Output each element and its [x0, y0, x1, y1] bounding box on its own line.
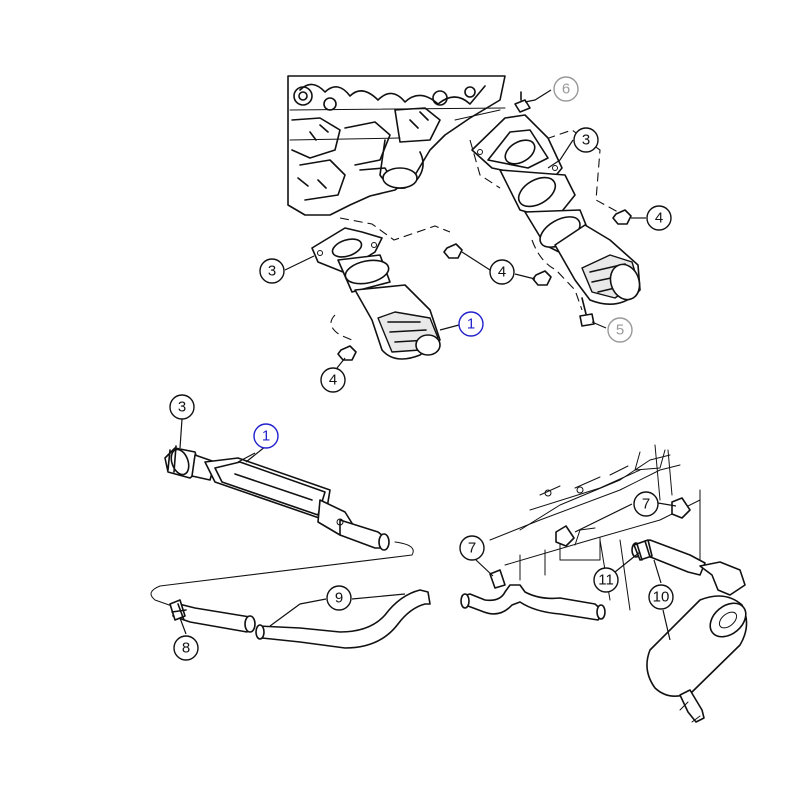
svg-text:8: 8 — [182, 640, 190, 657]
svg-text:3: 3 — [178, 399, 186, 416]
svg-text:4: 4 — [329, 372, 337, 389]
callout-8: 8 — [173, 635, 199, 661]
svg-text:9: 9 — [335, 590, 343, 607]
intermediate-pipe — [169, 599, 256, 633]
callout-3: 3 — [259, 258, 285, 284]
callout-7: 7 — [459, 535, 485, 561]
callout-1: 1 — [458, 311, 484, 337]
svg-text:4: 4 — [498, 264, 506, 281]
callout-7: 7 — [633, 491, 659, 517]
engine-block — [287, 75, 506, 216]
callout-4: 4 — [646, 205, 672, 231]
pipe-join-outline — [150, 541, 414, 607]
svg-text:4: 4 — [655, 210, 663, 227]
center-pipe — [255, 589, 431, 649]
svg-text:3: 3 — [582, 132, 590, 149]
svg-text:1: 1 — [467, 316, 475, 333]
lower-converter-assembly — [164, 445, 390, 551]
right-catalytic-converter — [471, 114, 641, 306]
svg-text:11: 11 — [598, 572, 614, 589]
callout-3: 3 — [573, 127, 599, 153]
leader-lines — [179, 89, 677, 641]
callout-3: 3 — [169, 394, 195, 420]
svg-text:3: 3 — [268, 263, 276, 280]
svg-text:10: 10 — [653, 589, 670, 606]
callout-6: 6 — [553, 76, 579, 102]
callout-4: 4 — [489, 259, 515, 285]
upper-dashed-outlines — [330, 129, 619, 341]
callout-9: 9 — [326, 585, 352, 611]
callout-10: 10 — [648, 584, 674, 610]
svg-text:5: 5 — [616, 322, 624, 339]
upper-fasteners — [337, 91, 632, 361]
callout-5: 5 — [607, 317, 633, 343]
muffler-assembly — [631, 539, 748, 723]
svg-text:7: 7 — [642, 496, 650, 513]
rear-intermediate-pipe — [460, 497, 691, 621]
callout-11: 11 — [593, 567, 619, 593]
callout-4: 4 — [320, 367, 346, 393]
svg-text:7: 7 — [468, 540, 476, 557]
svg-text:1: 1 — [262, 428, 270, 445]
callout-1: 1 — [253, 423, 279, 449]
svg-text:6: 6 — [562, 81, 570, 98]
left-catalytic-converter — [311, 227, 441, 360]
